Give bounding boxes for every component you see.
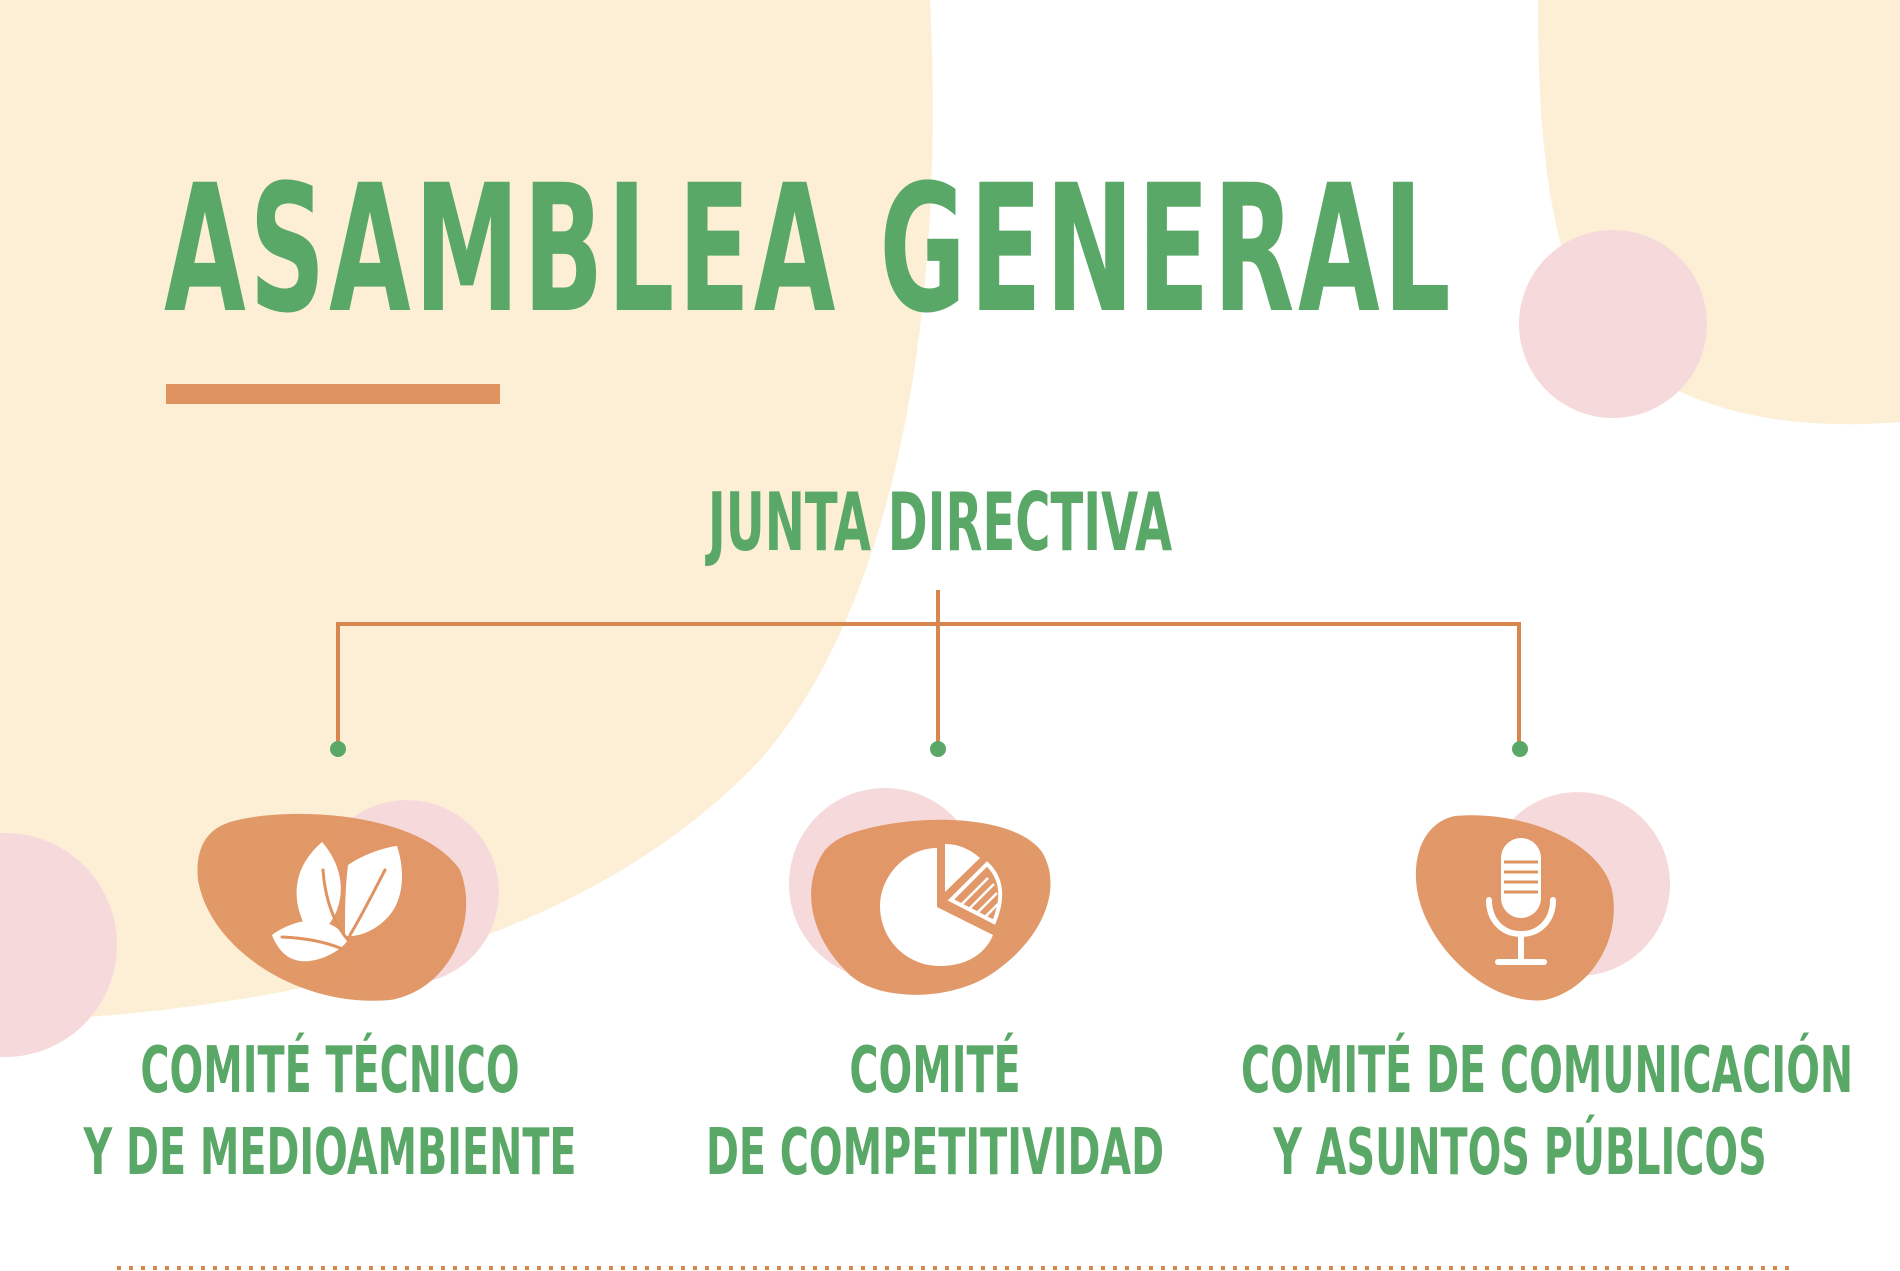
committee-label-2-line2: DE COMPETITIVIDAD [705,1116,1165,1190]
connector-dot-1 [330,741,346,757]
pie-chart-icon [880,844,1003,966]
connector-dot-2 [930,741,946,757]
microphone-icon [1486,838,1556,965]
connector-dot-3 [1512,741,1528,757]
page-title: ASAMBLEA GENERAL [164,147,1455,352]
committee-label-3-line1: COMITÉ DE COMUNICACIÓN [1241,1034,1854,1108]
pink-circle-top-right [1519,230,1707,418]
committee-icon-2 [811,819,1051,995]
committee-label-3-line2: Y ASUNTOS PÚBLICOS [1273,1116,1767,1190]
committee-label-3: COMITÉ DE COMUNICACIÓN Y ASUNTOS PÚBLICO… [1241,1030,1854,1194]
committee-label-2: COMITÉ DE COMPETITIVIDAD [656,1030,1214,1194]
committee-label-1-line2: Y DE MEDIOAMBIENTE [83,1116,577,1190]
root-node-label: JUNTA DIRECTIVA [707,476,1173,569]
committee-icon-3 [1415,815,1614,1001]
pink-circle-left [0,833,117,1057]
cream-blob-left [0,0,933,1022]
committee-label-1: COMITÉ TÉCNICO Y DE MEDIOAMBIENTE [51,1030,609,1194]
title-underline [166,384,500,404]
committee-label-1-line1: COMITÉ TÉCNICO [140,1034,520,1108]
committee-icon-1 [197,813,467,1001]
committee-label-2-line1: COMITÉ [849,1034,1021,1108]
